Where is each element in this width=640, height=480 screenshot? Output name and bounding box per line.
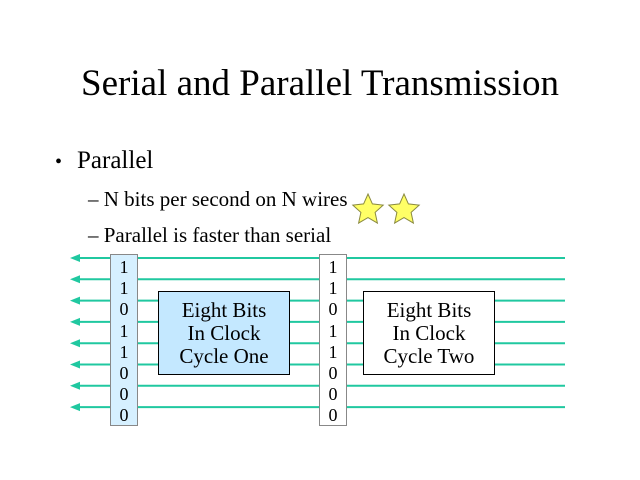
bit-value: 0: [328, 299, 338, 320]
bit-value: 1: [119, 320, 129, 341]
bit-value: 0: [119, 299, 129, 320]
clock-cycle-two-box: Eight Bits In Clock Cycle Two: [363, 291, 495, 375]
arrowhead-icon: [70, 339, 80, 348]
star-icon: [351, 192, 385, 225]
arrowhead-icon: [70, 275, 80, 284]
bit-value: 0: [119, 363, 129, 384]
bit-value: 1: [328, 320, 338, 341]
box-line: In Clock: [392, 320, 466, 345]
arrowhead-icon: [70, 381, 80, 390]
bit-column-cycle-two: 1 1 0 1 1 0 0 0: [319, 254, 347, 426]
slide-title: Serial and Parallel Transmission: [81, 63, 559, 104]
arrowhead-icon: [70, 296, 80, 305]
bullet-parallel: • Parallel: [55, 145, 153, 178]
bit-value: 1: [328, 278, 338, 299]
sub-item-marker: –: [88, 223, 99, 247]
box-line: Cycle One: [179, 343, 269, 368]
bit-value: 0: [119, 384, 129, 405]
sub-item-2: – Parallel is faster than serial: [88, 222, 331, 248]
sub-item-text: N bits per second on N wires: [103, 187, 348, 211]
bit-value: 1: [328, 257, 338, 277]
bit-value: 0: [328, 384, 338, 405]
bullet-text: Parallel: [77, 147, 154, 174]
sub-item-text: Parallel is faster than serial: [103, 223, 332, 247]
box-line: Eight Bits: [181, 297, 267, 322]
bit-column-cycle-one: 1 1 0 1 1 0 0 0: [110, 254, 138, 426]
sub-item-marker: –: [88, 187, 99, 211]
arrowhead-icon: [70, 360, 80, 369]
clock-cycle-one-box: Eight Bits In Clock Cycle One: [158, 291, 290, 375]
arrowhead-icon: [70, 403, 80, 412]
box-line: Eight Bits: [386, 297, 472, 322]
bit-value: 1: [119, 278, 129, 299]
arrowhead-icon: [70, 317, 80, 326]
bit-value: 1: [328, 341, 338, 362]
box-line: In Clock: [187, 320, 261, 345]
bit-value: 0: [119, 405, 129, 426]
bullet-marker: •: [55, 151, 63, 173]
bit-value: 0: [328, 405, 338, 426]
arrowhead-icon: [70, 254, 80, 262]
box-line: Cycle Two: [383, 343, 475, 368]
bit-value: 1: [119, 341, 129, 362]
sub-item-1: – N bits per second on N wires: [88, 186, 348, 212]
bit-value: 0: [328, 363, 338, 384]
star-icons: [351, 192, 421, 225]
star-icon: [387, 192, 421, 225]
bit-value: 1: [119, 257, 129, 277]
